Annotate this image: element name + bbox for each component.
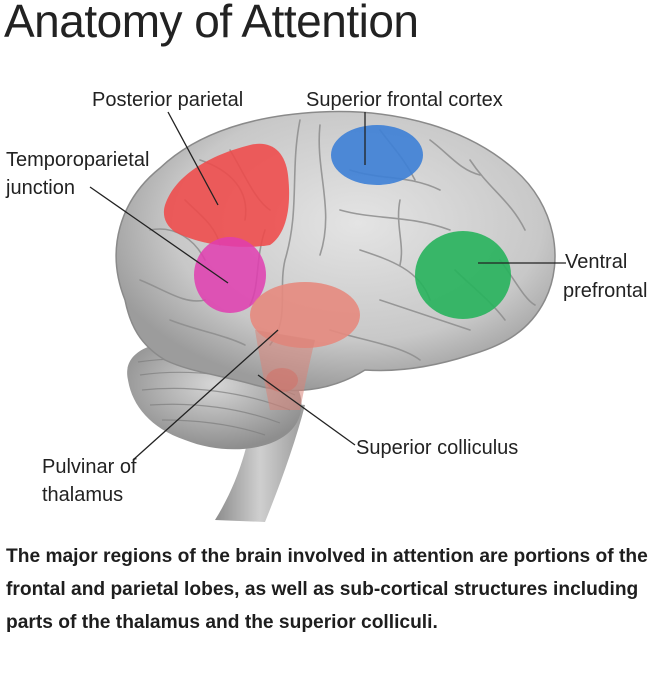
- superior-colliculus-region: [266, 368, 298, 392]
- pulvinar-leader: [132, 329, 279, 461]
- brain-illustration: [89, 110, 566, 522]
- ventral-prefrontal-region: [415, 231, 511, 319]
- label-posterior-parietal: Posterior parietal: [92, 89, 244, 111]
- posterior-parietal-region: [163, 143, 290, 247]
- temporoparietal-junction-region: [194, 237, 266, 313]
- superior-colliculus-leader: [257, 374, 356, 446]
- figure-caption: The major regions of the brain involved …: [6, 546, 648, 633]
- posterior-parietal-leader: [167, 111, 219, 206]
- label-ventral-line2: prefrontal: [563, 280, 648, 302]
- temporoparietal-leader: [89, 186, 229, 284]
- label-pulvinar-line1: Pulvinar of: [42, 456, 137, 478]
- thalamus-region: [250, 282, 360, 348]
- label-superior-colliculus: Superior colliculus: [356, 437, 519, 459]
- page-title: Anatomy of Attention: [4, 0, 419, 47]
- label-superior-frontal-cortex: Superior frontal cortex: [306, 89, 503, 111]
- label-pulvinar-line2: thalamus: [42, 484, 124, 506]
- label-temporoparietal-line1: Temporoparietal: [6, 149, 150, 171]
- superior-frontal-cortex-region: [331, 125, 423, 185]
- label-temporoparietal-line2: junction: [6, 177, 75, 199]
- label-ventral-line1: Ventral: [565, 251, 628, 273]
